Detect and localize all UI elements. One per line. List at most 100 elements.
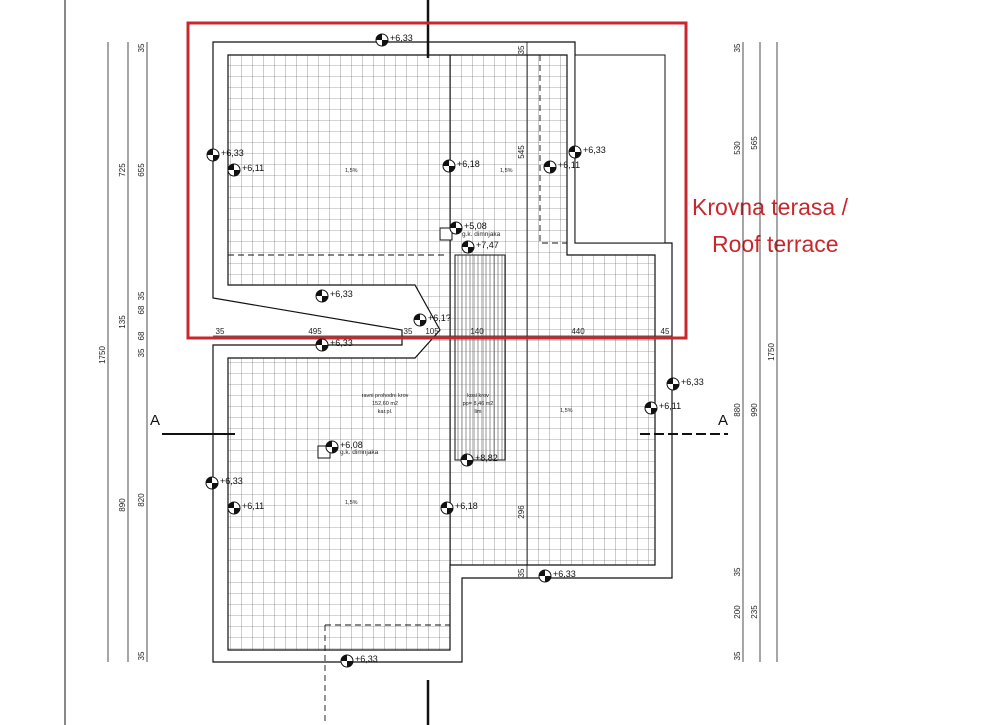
- elevation-icon-fill: [450, 222, 462, 234]
- elevation-marker: +6,33: [205, 476, 243, 490]
- elevation-icon-fill: [376, 34, 388, 46]
- elevation-label: +6,33: [221, 148, 244, 158]
- dim-label: 820: [137, 493, 146, 507]
- dim-label: 880: [733, 403, 742, 417]
- dim-label: 135: [118, 315, 127, 329]
- elevation-icon-fill: [441, 502, 453, 514]
- elevation-icon-fill: [461, 454, 473, 466]
- pitched-roof-note: lim: [474, 409, 481, 415]
- slope-label: 1,5%: [560, 408, 573, 414]
- dim-label: 655: [137, 163, 146, 177]
- dim-label: 35: [517, 45, 526, 54]
- elevation-icon-fill: [341, 655, 353, 667]
- dim-label: 890: [118, 498, 127, 512]
- dim-label: 35: [137, 651, 146, 660]
- elevation-label: +8,82: [475, 453, 498, 463]
- elevation-label: +6,11: [659, 401, 681, 411]
- section-label-right: A: [718, 412, 728, 429]
- dim-label: 35: [733, 567, 742, 576]
- elevation-label: +5,08: [464, 221, 487, 231]
- slope-label: 1,5%: [345, 168, 358, 174]
- elevation-label: +6,33: [330, 338, 353, 348]
- dim-label: 45: [661, 327, 670, 336]
- elevation-marker: +6,11: [227, 501, 264, 515]
- elevation-marker: +7,47: [461, 240, 499, 254]
- elevation-marker: +6,1?: [413, 313, 451, 327]
- dim-label: 35: [137, 43, 146, 52]
- elevation-label: +6,1?: [428, 313, 451, 323]
- elevation-label: +6,11: [242, 163, 264, 173]
- elevation-icon-fill: [228, 502, 240, 514]
- elevation-icon-fill: [316, 290, 328, 302]
- elevation-icon-fill: [414, 314, 426, 326]
- dim-label: 296: [517, 505, 526, 519]
- elevation-marker: +8,82: [460, 453, 498, 467]
- elevation-marker: +6,33: [375, 33, 413, 47]
- terrace-opening: [574, 54, 666, 244]
- pitched-roof-strip: [454, 254, 506, 461]
- dim-label: 35: [216, 327, 225, 336]
- elevation-icon-fill: [228, 164, 240, 176]
- dim-label: 35: [404, 327, 413, 336]
- dim-label: 35: [137, 348, 146, 357]
- elevation-label: +7,47: [476, 240, 499, 250]
- slope-label: 1,5%: [345, 500, 358, 506]
- elevation-icon-fill: [316, 339, 328, 351]
- roof-terrace-highlight: [186, 21, 688, 340]
- elevation-icon-fill: [645, 402, 657, 414]
- elevation-icon-fill: [667, 378, 679, 390]
- elevation-label: +6,33: [390, 33, 413, 43]
- dim-label: 725: [118, 163, 127, 177]
- elevation-label: +6,33: [220, 476, 243, 486]
- dim-label: 68: [137, 331, 146, 340]
- elevation-label: +6,33: [583, 145, 606, 155]
- elevation-label: +6,33: [330, 289, 353, 299]
- elevation-icon-fill: [443, 160, 455, 172]
- elevation-label: +6,18: [457, 159, 480, 169]
- dim-total-left: 1750: [98, 346, 107, 364]
- flat-roof-note: kar.pl.: [378, 409, 393, 415]
- elevation-marker: +6,11: [543, 160, 580, 174]
- elevation-marker: +6,33: [666, 377, 704, 391]
- chimney-label: g.k. dimnjaka: [462, 231, 501, 238]
- elevation-icon-fill: [207, 149, 219, 161]
- dim-label: 35: [733, 43, 742, 52]
- elevation-marker: +6,33: [315, 289, 353, 303]
- dimension-lines: [107, 42, 778, 662]
- pitched-roof-note: pp= 8,46 m2: [463, 401, 494, 407]
- elevation-label: +6,08: [340, 440, 363, 450]
- elevation-label: +6,11: [558, 160, 580, 170]
- chimney-icon: [439, 227, 453, 241]
- roof-surface-grid: [227, 54, 656, 651]
- pitched-roof-note: kosi krov: [467, 393, 489, 399]
- elevation-label: +6,33: [355, 654, 378, 664]
- elevation-marker: +6,11: [644, 401, 681, 415]
- dim-label: 200: [733, 605, 742, 619]
- elevation-marker: +6,18: [440, 501, 478, 515]
- dim-label: 545: [517, 145, 526, 159]
- elevation-label: +6,33: [681, 377, 704, 387]
- elevation-marker: +6,33: [538, 569, 576, 583]
- chimney-label: g.k. dimnjaka: [340, 449, 379, 456]
- elevation-icon-fill: [539, 570, 551, 582]
- dim-label: 495: [308, 327, 322, 336]
- elevation-icon-fill: [544, 161, 556, 173]
- elevation-marker: +6,33: [340, 654, 378, 668]
- dim-label: 35: [137, 291, 146, 300]
- elevation-marker: +6,33: [568, 145, 606, 159]
- elevation-label: +6,18: [455, 501, 478, 511]
- dim-label: 140: [470, 327, 484, 336]
- elevation-marker: +6,08: [325, 440, 363, 454]
- elevation-label: +6,11: [242, 501, 264, 511]
- elevation-icon-fill: [569, 146, 581, 158]
- dim-label: 35: [517, 568, 526, 577]
- elevation-marker: +6,18: [442, 159, 480, 173]
- dim-total-right: 1750: [767, 343, 776, 361]
- dim-label: 565: [750, 136, 759, 150]
- elevation-label: +6,33: [553, 569, 576, 579]
- dim-label: 990: [750, 403, 759, 417]
- dim-label: 530: [733, 141, 742, 155]
- dim-label: 35: [733, 651, 742, 660]
- section-label-left: A: [150, 412, 160, 429]
